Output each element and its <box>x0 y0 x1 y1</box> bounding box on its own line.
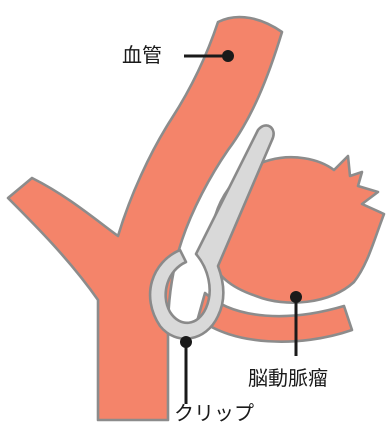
vessel-marker-dot <box>222 50 234 62</box>
clip-label: クリップ <box>174 401 254 425</box>
aneurysm-label: 脳動脈瘤 <box>248 366 328 390</box>
vessel-label: 血管 <box>122 43 162 67</box>
